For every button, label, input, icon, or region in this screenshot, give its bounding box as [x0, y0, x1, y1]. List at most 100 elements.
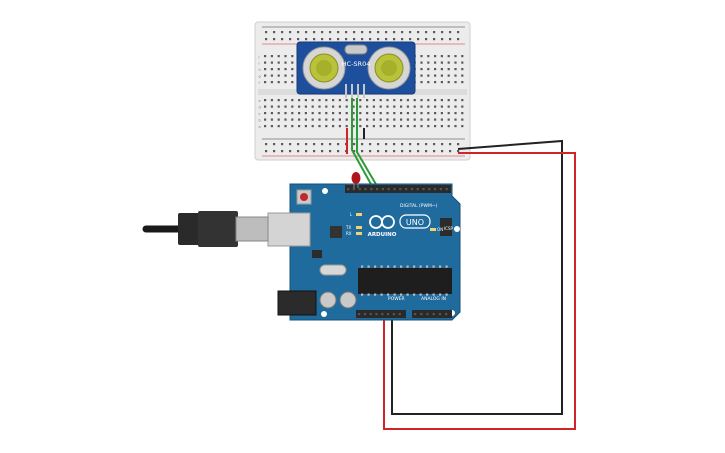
wires[interactable]	[346, 98, 576, 430]
header-hole	[426, 313, 429, 316]
terminal-hole	[386, 112, 389, 115]
header-hole	[381, 313, 384, 316]
terminal-hole	[440, 68, 443, 71]
rail-hole	[329, 150, 332, 153]
terminal-hole	[440, 61, 443, 64]
terminal-hole	[447, 99, 450, 102]
header-hole	[358, 188, 361, 191]
terminal-hole	[420, 105, 423, 108]
rail-hole	[305, 31, 308, 34]
rail-hole	[417, 31, 420, 34]
led-on	[430, 228, 436, 231]
terminal-hole	[345, 99, 348, 102]
terminal-hole	[434, 118, 437, 121]
rail-hole	[401, 31, 404, 34]
header-hole	[352, 188, 355, 191]
rail-hole	[377, 150, 380, 153]
terminal-hole	[270, 125, 273, 128]
led-body	[351, 172, 361, 184]
row-letter: b	[259, 119, 262, 123]
wire-echo-green[interactable]	[356, 98, 378, 187]
bottom-header-holes	[358, 313, 448, 316]
terminal-hole	[352, 105, 355, 108]
reset-button-cap[interactable]	[300, 193, 308, 201]
usb-cable[interactable]	[142, 211, 269, 247]
terminal-hole	[406, 99, 409, 102]
terminal-hole	[284, 105, 287, 108]
icsp-label: ICSP	[444, 226, 454, 231]
terminal-hole	[434, 99, 437, 102]
red-led[interactable]	[351, 172, 361, 188]
chip-pin	[406, 293, 409, 296]
terminal-hole	[366, 99, 369, 102]
chip-pin	[393, 293, 396, 296]
terminal-hole	[393, 118, 396, 121]
terminal-hole	[454, 68, 457, 71]
rail-hole	[417, 150, 420, 153]
terminal-hole	[284, 112, 287, 115]
power-header[interactable]	[356, 310, 406, 318]
header-hole	[369, 313, 372, 316]
wire-5v-loop[interactable]	[383, 152, 576, 430]
terminal-hole	[277, 112, 280, 115]
terminal-hole	[270, 74, 273, 77]
terminal-hole	[298, 99, 301, 102]
arduino-uno-board[interactable]: ICSP DIGITAL (PWM~) POWER ANALOG IN L TX…	[267, 183, 461, 321]
rail-hole	[321, 38, 324, 41]
terminal-hole	[400, 118, 403, 121]
terminal-hole	[304, 112, 307, 115]
wire-trig-green[interactable]	[351, 98, 373, 187]
terminal-hole	[284, 55, 287, 58]
chip-pin	[432, 265, 435, 268]
terminal-hole	[406, 118, 409, 121]
terminal-hole	[420, 74, 423, 77]
terminal-hole	[427, 118, 430, 121]
header-hole	[370, 188, 373, 191]
rail-hole	[305, 150, 308, 153]
mount-hole-1	[322, 188, 328, 194]
terminal-hole	[400, 99, 403, 102]
rail-hole	[273, 143, 276, 146]
rail-hole	[353, 150, 356, 153]
terminal-hole	[454, 55, 457, 58]
header-hole	[420, 313, 423, 316]
chip-pin	[439, 265, 442, 268]
chip-pin	[387, 265, 390, 268]
terminal-hole	[270, 112, 273, 115]
terminal-hole	[427, 55, 430, 58]
terminal-hole	[325, 99, 328, 102]
terminal-hole	[277, 74, 280, 77]
chip-pin	[419, 293, 422, 296]
terminal-hole	[311, 105, 314, 108]
terminal-hole	[454, 125, 457, 128]
terminal-hole	[379, 105, 382, 108]
analog-header[interactable]	[412, 310, 452, 318]
rail-hole	[441, 150, 444, 153]
ultrasonic-sensor[interactable]: HC-SR04	[296, 41, 416, 98]
terminal-hole	[332, 105, 335, 108]
rail-hole	[425, 31, 428, 34]
digital-header[interactable]	[345, 185, 451, 193]
terminal-hole	[447, 81, 450, 84]
terminal-hole	[291, 81, 294, 84]
terminal-hole	[406, 112, 409, 115]
terminal-hole	[461, 105, 464, 108]
terminal-hole	[461, 74, 464, 77]
icsp-header	[440, 218, 452, 236]
terminal-hole	[400, 112, 403, 115]
terminal-hole	[420, 55, 423, 58]
led-on-label: ON	[437, 227, 443, 232]
row-letter: j	[258, 55, 260, 59]
rail-hole	[377, 38, 380, 41]
rail-hole	[337, 31, 340, 34]
wire-gnd-loop[interactable]	[391, 139, 563, 415]
rail-hole	[337, 143, 340, 146]
rail-hole	[417, 143, 420, 146]
terminal-hole	[447, 55, 450, 58]
terminal-hole	[447, 61, 450, 64]
terminal-hole	[291, 118, 294, 121]
terminal-hole	[440, 112, 443, 115]
header-hole	[375, 313, 378, 316]
rail-hole	[409, 31, 412, 34]
